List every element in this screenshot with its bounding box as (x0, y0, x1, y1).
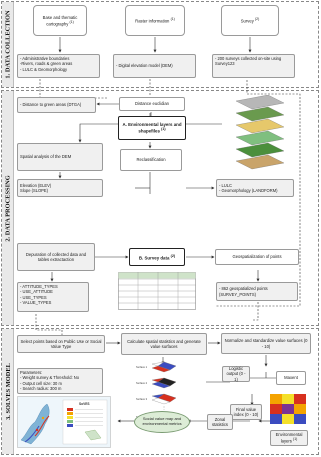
maxent-node: Maxent (276, 371, 306, 385)
survey-types-output: - ATTITUDE_TYPES - USE_ATTITUDE - USE_TY… (17, 282, 89, 312)
logistic-output-node: Logistic output (0 - 1) (222, 366, 250, 382)
social-value-map-node: Social value map and environmental metri… (134, 411, 190, 433)
raster-info-items: - Digital elevation model (DEM) (113, 54, 196, 78)
distance-euclidean-node: Distance euclidian (119, 97, 185, 111)
surface-label-2: Surface 2 (136, 381, 148, 385)
raster-info-node: Raster information (1) (125, 5, 185, 36)
survey-data-node: B. Survey data (2) (129, 248, 185, 266)
environmental-layers-node: A. Environmental layers and shapefiles (… (118, 116, 186, 140)
svg-text:⋮: ⋮ (162, 405, 166, 410)
surface-label-1: Surface 1 (136, 365, 148, 369)
sidebar-solves-model (2, 329, 14, 454)
layer-stack-icon (235, 95, 285, 170)
dem-outputs: Elevation (ELEV) Slope (SLOPE) (17, 179, 103, 197)
final-value-node: Final value index (0 - 10) (230, 404, 262, 420)
section-data-collection (1, 1, 319, 88)
survey-points-output: - 862 geospatialized points (SURVEY_POIN… (216, 282, 298, 301)
survey-node: Survey (2) (221, 5, 279, 36)
depuration-node: Depuration of collected data and tables … (17, 243, 95, 271)
normalize-node: Normalize and standardize value surfaces… (221, 333, 311, 354)
map-thumbnail-icon: SoVES (17, 396, 111, 448)
select-points-node: Select points based on Public Use or Soc… (17, 335, 105, 353)
calculate-statistics-node: Calculate spatial statistics and generat… (121, 333, 207, 355)
reclassification-node: Reclassification (120, 149, 182, 171)
dem-analysis-node: Spatial analysis of the DEM (17, 143, 103, 171)
base-cartography-node: Base and thematic cartography (1) (33, 5, 87, 36)
raster-grid-icon (270, 394, 306, 424)
base-cartography-items: - Administrative boundaries -Rivers, roa… (17, 54, 100, 78)
surface-label-3: Surface 3 (136, 397, 148, 401)
parameters-panel: Parameters: - Weight survey & Threshold:… (17, 368, 103, 394)
model-environmental-layers-node: Environmental layers (1) (270, 430, 308, 446)
map-title: SoVES (79, 402, 89, 406)
zonal-statistics-node: Zonal statistics (207, 414, 233, 430)
section-data-processing (1, 90, 319, 326)
dtga-output: - Distance to green areas (DTGA) (17, 97, 96, 113)
geospatialization-node: Geospatialization of points (215, 249, 299, 265)
section-solves-model (1, 328, 319, 455)
sidebar-data-processing (2, 91, 14, 325)
lulc-outputs: - LULC - Geomorphology (LANDFORM) (216, 179, 294, 197)
survey-items: - 200 surveys collected on-site using Su… (212, 54, 295, 78)
survey-table-icon (118, 272, 196, 310)
sidebar-data-collection (2, 2, 14, 87)
